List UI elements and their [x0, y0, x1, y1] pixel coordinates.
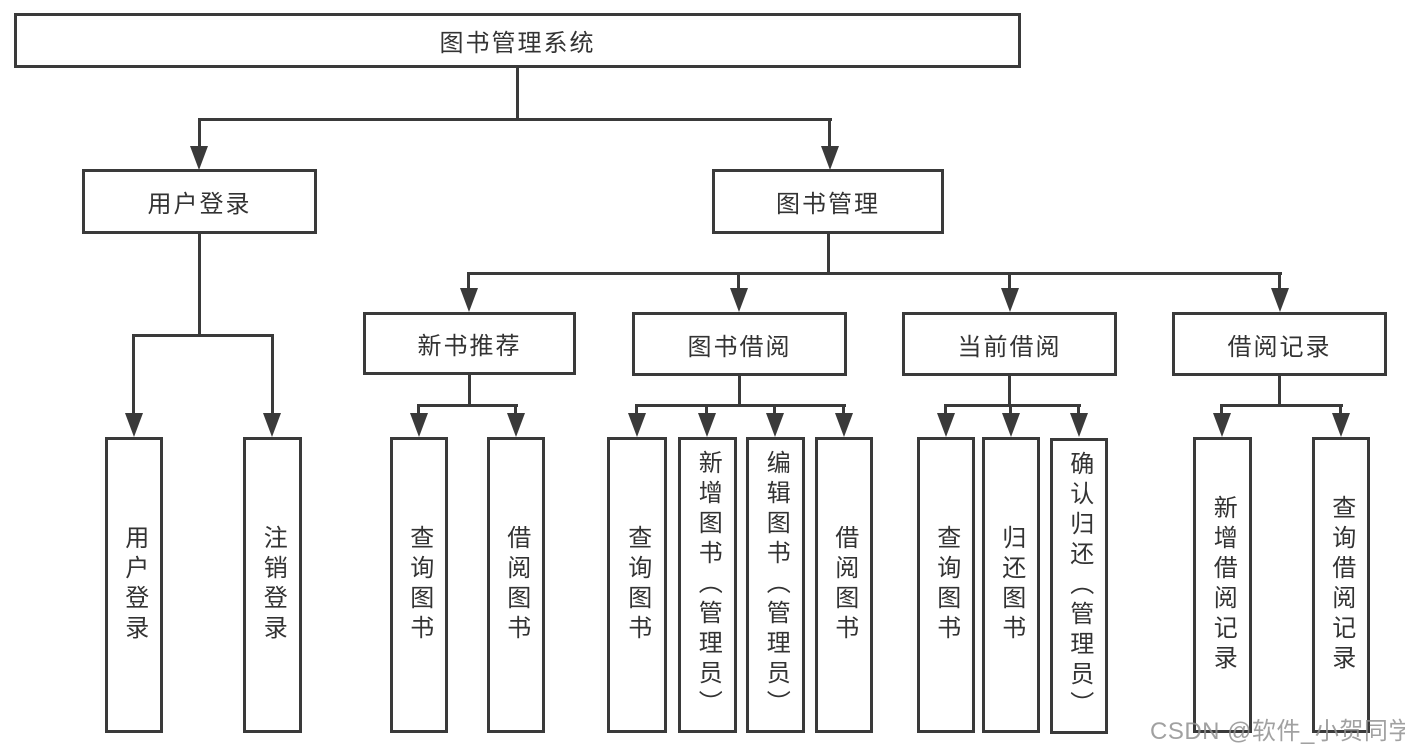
connector-line	[198, 234, 201, 336]
leaf-query-books-current-label: 查询图书	[932, 525, 960, 645]
node-borrow-records-label: 借阅记录	[1227, 333, 1332, 361]
arrow-down-icon	[835, 413, 853, 437]
connector-line	[1009, 404, 1012, 415]
connector-line	[132, 334, 135, 414]
leaf-borrow-books-borrow: 借阅图书	[815, 437, 873, 733]
leaf-query-borrow-record: 查询借阅记录	[1312, 437, 1370, 733]
watermark-text: CSDN @软件_小贺同学	[1150, 718, 1405, 745]
connector-line	[514, 404, 517, 415]
connector-line	[773, 404, 776, 415]
leaf-edit-book-admin-label: 编辑图书（管理员）	[762, 450, 790, 720]
connector-line	[1008, 272, 1011, 290]
leaf-query-books-borrow-label: 查询图书	[623, 525, 651, 645]
connector-line	[635, 404, 846, 407]
leaf-return-books-label: 归还图书	[997, 525, 1025, 645]
leaf-confirm-return-admin: 确认归还（管理员）	[1050, 438, 1108, 734]
node-book-borrowing-label: 图书借阅	[687, 333, 792, 361]
arrow-down-icon	[1332, 413, 1350, 437]
node-new-book-recommend-label: 新书推荐	[417, 333, 522, 360]
arrow-down-icon	[190, 146, 208, 170]
arrow-down-icon	[1002, 413, 1020, 437]
arrow-down-icon	[410, 413, 428, 437]
node-user-login-label: 用户登录	[147, 191, 252, 218]
connector-line	[705, 404, 708, 415]
leaf-query-books-recommend: 查询图书	[390, 437, 448, 733]
connector-line	[417, 404, 518, 407]
leaf-user-login: 用户登录	[105, 437, 163, 733]
connector-line	[828, 118, 831, 148]
leaf-add-book-admin-label: 新增图书（管理员）	[694, 450, 722, 720]
leaf-confirm-return-admin-label: 确认归还（管理员）	[1065, 451, 1093, 721]
leaf-query-books-recommend-label: 查询图书	[405, 525, 433, 645]
connector-line	[198, 118, 832, 121]
connector-line	[737, 272, 740, 290]
arrow-down-icon	[460, 288, 478, 312]
arrow-down-icon	[1070, 413, 1088, 437]
leaf-borrow-books-borrow-label: 借阅图书	[830, 525, 858, 645]
arrow-down-icon	[125, 413, 143, 437]
arrow-down-icon	[628, 413, 646, 437]
node-new-book-recommend: 新书推荐	[363, 312, 576, 375]
connector-line	[827, 234, 830, 275]
arrow-down-icon	[1271, 288, 1289, 312]
connector-line	[516, 68, 519, 120]
leaf-add-borrow-record: 新增借阅记录	[1193, 437, 1252, 733]
leaf-query-borrow-record-label: 查询借阅记录	[1327, 495, 1355, 675]
leaf-borrow-books-recommend: 借阅图书	[487, 437, 545, 733]
leaf-logout: 注销登录	[243, 437, 302, 733]
connector-line	[842, 404, 845, 415]
connector-line	[1278, 376, 1281, 406]
leaf-add-book-admin: 新增图书（管理员）	[678, 437, 737, 733]
leaf-query-books-borrow: 查询图书	[607, 437, 667, 733]
node-user-login: 用户登录	[82, 169, 317, 234]
leaf-logout-label: 注销登录	[259, 525, 287, 645]
node-root-label: 图书管理系统	[439, 30, 596, 57]
leaf-user-login-label: 用户登录	[120, 525, 148, 645]
connector-line	[1220, 404, 1223, 415]
connector-line	[1008, 376, 1011, 406]
arrow-down-icon	[507, 413, 525, 437]
connector-line	[132, 334, 274, 337]
connector-line	[271, 334, 274, 414]
arrow-down-icon	[1213, 413, 1231, 437]
connector-line	[1278, 272, 1281, 290]
node-book-borrowing: 图书借阅	[632, 312, 847, 376]
node-borrow-records: 借阅记录	[1172, 312, 1387, 376]
node-current-borrowing-label: 当前借阅	[957, 333, 1062, 361]
arrow-down-icon	[1001, 288, 1019, 312]
leaf-edit-book-admin: 编辑图书（管理员）	[746, 437, 805, 733]
connector-line	[1077, 404, 1080, 415]
arrow-down-icon	[263, 413, 281, 437]
arrow-down-icon	[730, 288, 748, 312]
node-book-management: 图书管理	[712, 169, 944, 234]
leaf-borrow-books-recommend-label: 借阅图书	[502, 525, 530, 645]
arrow-down-icon	[937, 413, 955, 437]
node-current-borrowing: 当前借阅	[902, 312, 1117, 376]
connector-line	[635, 404, 638, 415]
leaf-query-books-current: 查询图书	[917, 437, 975, 733]
connector-line	[198, 118, 201, 148]
arrow-down-icon	[698, 413, 716, 437]
arrow-down-icon	[766, 413, 784, 437]
connector-line	[468, 375, 471, 406]
connector-line	[944, 404, 947, 415]
leaf-return-books: 归还图书	[982, 437, 1040, 733]
connector-line	[944, 404, 1081, 407]
connector-line	[1220, 404, 1343, 407]
arrow-down-icon	[821, 146, 839, 170]
connector-line	[1339, 404, 1342, 415]
leaf-add-borrow-record-label: 新增借阅记录	[1209, 495, 1237, 675]
connector-line	[467, 272, 470, 290]
connector-line	[738, 376, 741, 406]
connector-line	[417, 404, 420, 415]
node-book-management-label: 图书管理	[776, 191, 880, 218]
connector-line	[467, 272, 1282, 275]
node-root: 图书管理系统	[14, 13, 1021, 68]
